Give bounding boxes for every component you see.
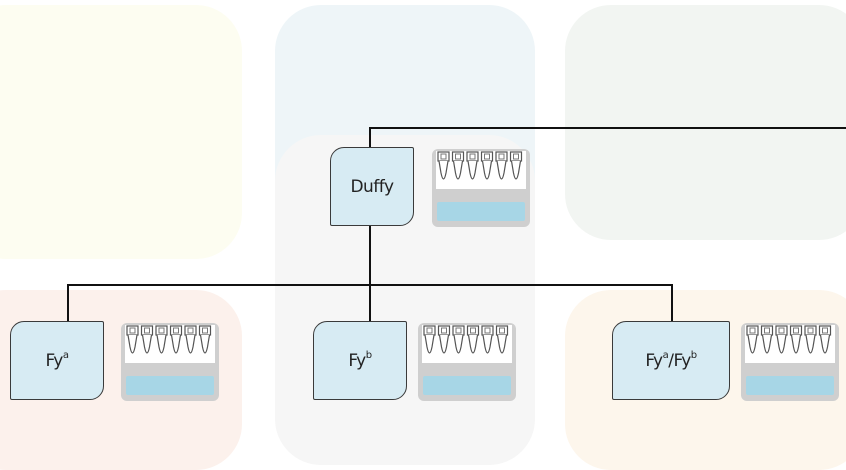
reagent-bar	[437, 202, 525, 221]
tube-icon	[140, 325, 154, 354]
tube-rack-graphic	[436, 151, 526, 221]
reagent-tube-rack-icon	[121, 323, 219, 401]
tube-icon	[746, 325, 759, 354]
tube-icon	[775, 325, 788, 354]
connector-line	[369, 127, 846, 129]
connector-line	[369, 127, 371, 148]
tube-icon	[198, 325, 212, 354]
background-tile	[565, 5, 846, 240]
fya-node[interactable]: Fya	[10, 321, 104, 400]
tube-icon	[509, 151, 523, 180]
duffy-node-label: Duffy	[350, 176, 394, 197]
tube-icon	[495, 325, 509, 354]
tube-icon	[452, 325, 465, 354]
fya-node-label: Fya	[45, 349, 69, 371]
tube-icon	[423, 325, 436, 354]
tube-icon	[789, 325, 803, 354]
fya-fyb-node[interactable]: Fya/Fyb	[612, 321, 730, 400]
connector-line	[671, 284, 673, 322]
tube-icon	[466, 325, 480, 354]
tube-icon	[760, 325, 774, 354]
tube-rack-graphic	[745, 325, 835, 395]
connector-line	[67, 284, 69, 322]
reagent-bar	[423, 376, 511, 395]
tube-icon	[480, 151, 494, 180]
tube-icon	[481, 325, 494, 354]
reagent-tube-rack-icon	[432, 149, 530, 227]
tube-icon	[804, 325, 817, 354]
reagent-tube-rack-icon	[418, 323, 516, 401]
connector-line	[369, 225, 371, 285]
tube-icon	[466, 151, 479, 180]
background-tile	[0, 5, 242, 259]
fyb-node-label: Fyb	[348, 349, 372, 371]
tube-rack-graphic	[125, 325, 215, 395]
tube-icon	[495, 151, 508, 180]
tube-rack-graphic	[422, 325, 512, 395]
fyb-node[interactable]: Fyb	[313, 321, 407, 400]
tube-icon	[818, 325, 832, 354]
duffy-node[interactable]: Duffy	[330, 147, 414, 226]
tube-icon	[155, 325, 168, 354]
reagent-bar	[746, 376, 834, 395]
tube-icon	[437, 151, 450, 180]
fya-fyb-node-label: Fya/Fyb	[645, 349, 697, 371]
connector-line	[369, 284, 371, 322]
reagent-bar	[126, 376, 214, 395]
tube-icon	[126, 325, 139, 354]
tube-icon	[184, 325, 197, 354]
reagent-tube-rack-icon	[741, 323, 839, 401]
tube-icon	[169, 325, 183, 354]
tube-icon	[437, 325, 451, 354]
tube-icon	[451, 151, 465, 180]
